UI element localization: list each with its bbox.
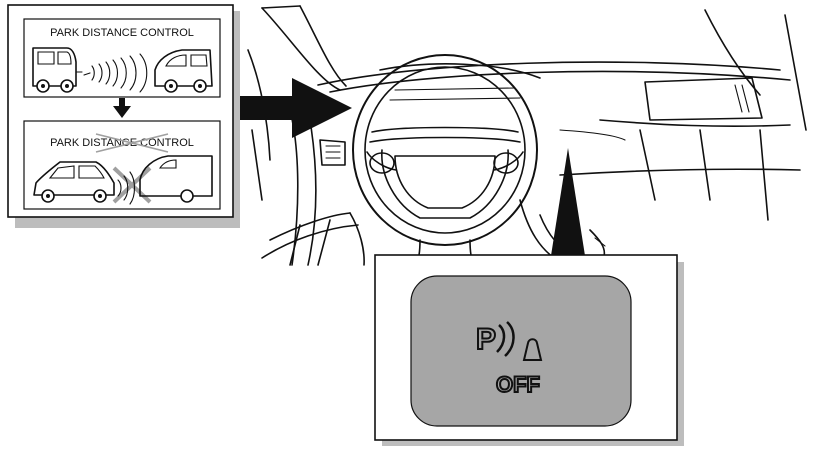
steering-wheel: [353, 55, 537, 268]
pdc-off-button[interactable]: [411, 276, 631, 426]
button-callout: P OFF: [375, 255, 684, 446]
pdc-letter: P: [476, 323, 496, 356]
pointer-arrow-icon: [550, 148, 586, 262]
inset-bottom-label: PARK DISTANCE CONTROL: [50, 137, 194, 149]
dashboard-drawing: [248, 6, 806, 265]
inset-top-label: PARK DISTANCE CONTROL: [50, 27, 194, 39]
off-label: OFF: [496, 372, 540, 397]
inset-panel: PARK DISTANCE CONTROL: [8, 5, 240, 228]
